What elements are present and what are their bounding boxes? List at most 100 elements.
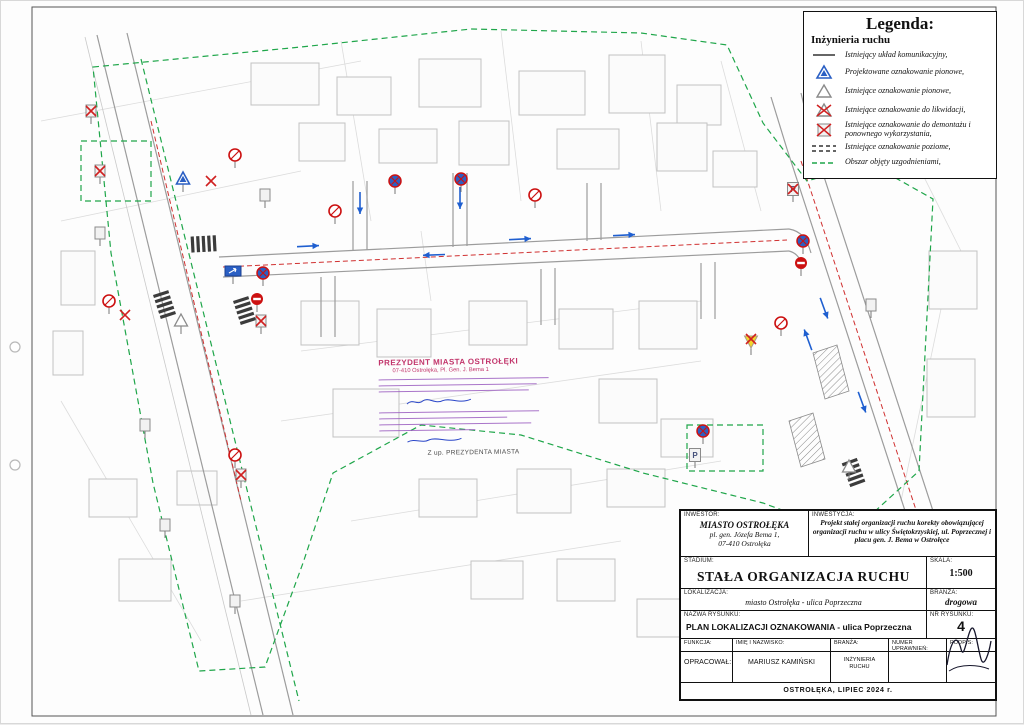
existing-sign-icon <box>865 298 877 319</box>
prohibition-sign-icon <box>228 148 242 169</box>
investment-label: INWESTYCJA: <box>812 512 855 518</box>
legend-symbol-sign-to-remove <box>809 102 839 118</box>
titleblock-drawing-name-cell: NAZWA RYSUNKU: PLAN LOKALIZACJI OZNAKOWA… <box>681 611 927 639</box>
parking-sign-icon <box>689 448 701 469</box>
arrow-down-icon <box>455 186 465 210</box>
name-label: IMIĘ I NAZWISKO: <box>736 640 785 646</box>
stamp-office-address: 07-410 Ostrołęka, Pl. Gen. J. Bema 1 <box>392 366 489 375</box>
drawing-name-label: NAZWA RYSUNKU: <box>684 612 741 618</box>
stamp-text-line <box>379 429 476 432</box>
legend-item: Projektowane oznakowanie pionowe, <box>809 64 991 80</box>
no-stopping-sign-icon <box>454 172 468 193</box>
prohibition-sign-icon <box>774 316 788 337</box>
titleblock-investment-cell: INWESTYCJA: Projekt stałej organizacji r… <box>809 511 995 557</box>
legend-symbol-horizontal-marking <box>809 142 839 154</box>
titleblock-branch-cell: BRANŻA: drogowa <box>927 589 995 611</box>
legend-symbol-sign-to-reuse <box>809 122 839 138</box>
legend-box: Legenda: Inżynieria ruchu Istniejący ukł… <box>803 11 997 179</box>
stage-label: STADIUM: <box>684 558 714 564</box>
branch-header-cell: BRANŻA: <box>831 639 889 652</box>
existing-sign-icon <box>159 518 171 539</box>
permit-header-cell: NUMER UPRAWNIEŃ: <box>889 639 947 652</box>
legend-symbol-agreed-area <box>809 157 839 169</box>
function-value: OPRACOWAŁ: <box>684 659 732 666</box>
approval-stamp: PREZYDENT MIASTA OSTROŁĘKI 07-410 Ostroł… <box>378 356 587 458</box>
prohibition-sign-icon <box>102 294 116 315</box>
branch-value: drogowa <box>944 597 977 607</box>
legend-item-label: Istniejące oznakowanie poziome, <box>845 142 951 152</box>
stamp-text-line <box>378 383 537 387</box>
legend-subtitle: Inżynieria ruchu <box>811 34 891 46</box>
arrow-down-icon <box>355 191 365 215</box>
horizontal-markings-red <box>150 120 920 520</box>
investor-address-2: 07-410 Ostrołęka <box>718 539 771 548</box>
legend-item-label: Obszar objęty uzgodnieniami, <box>845 157 941 167</box>
investor-name: MIASTO OSTROŁĘKA <box>699 520 790 530</box>
prohibition-sign-icon <box>528 188 542 209</box>
signature-value-cell <box>947 652 995 683</box>
legend-symbol-proposed-vertical-sign <box>809 64 839 80</box>
investment-text: Projekt stałej organizacji ruchu korekty… <box>812 518 992 545</box>
no-stopping-sign-icon <box>388 174 402 195</box>
titleblock-footer: OSTROŁĘKA, LIPIEC 2024 r. <box>783 687 893 694</box>
drawing-no-value: 4 <box>957 618 965 634</box>
branch-value-cell: INŻYNIERIA RUCHU <box>831 652 889 683</box>
stamp-text-line <box>379 422 532 426</box>
legend-item: Istniejące oznakowanie pionowe, <box>809 83 991 99</box>
arrow-up-left-icon <box>800 327 816 353</box>
handwritten-mark <box>406 398 472 405</box>
arrow-right-icon <box>296 241 320 251</box>
scale-label: SKALA: <box>930 558 953 564</box>
drawing-frame <box>31 6 997 717</box>
location-value: miasto Ostrołęka - ulica Poprzeczna <box>745 598 862 607</box>
branch2-label: BRANŻA: <box>834 640 859 646</box>
function-header-cell: FUNKCJA: <box>681 639 733 652</box>
existing-sign-icon <box>139 418 151 439</box>
titleblock-drawing-no-cell: NR RYSUNKU: 4 <box>927 611 995 639</box>
branch2-value: INŻYNIERIA RUCHU <box>843 657 876 670</box>
investor-label: INWESTOR: <box>684 512 720 518</box>
permit-value-cell <box>889 652 947 683</box>
no-entry-sign-icon <box>250 292 264 313</box>
stamp-text-line <box>378 389 529 393</box>
legend-item: Istniejące oznakowanie do demontażu i po… <box>809 120 991 139</box>
stamp-text-line <box>379 416 508 420</box>
legend-symbol-existing-vertical-sign <box>809 83 839 99</box>
legend-item-label: Istniejące oznakowanie do demontażu i po… <box>845 120 971 138</box>
legend-item-label: Istniejące oznakowanie pionowe, <box>845 85 951 95</box>
drawing-no-label: NR RYSUNKU: <box>930 612 974 618</box>
proposed-direction-sign-icon <box>224 265 242 285</box>
no-stopping-sign-icon <box>796 234 810 255</box>
function-label: FUNKCJA: <box>684 640 712 646</box>
agreed-area-green <box>80 28 934 702</box>
existing-sign-icon <box>259 188 271 209</box>
no-entry-sign-icon <box>794 256 808 277</box>
legend-item: Istniejący układ komunikacyjny, <box>809 49 991 61</box>
removal-x-icon <box>119 309 131 321</box>
proposed-warning-sign-icon <box>175 171 191 193</box>
zebra-crossing-icon <box>152 290 176 319</box>
branch-label: BRANŻA: <box>930 590 958 596</box>
hole-punches <box>9 341 21 471</box>
legend-symbol-existing-road-network <box>809 49 839 61</box>
roads <box>84 32 936 716</box>
existing-sign-icon <box>229 594 241 615</box>
arrow-down-right-icon <box>816 295 832 321</box>
titleblock-scale-cell: SKALA: 1:500 <box>927 557 995 589</box>
no-stopping-sign-icon <box>256 266 270 287</box>
location-label: LOKALIZACJA: <box>684 590 729 596</box>
scale-value: 1:500 <box>949 568 973 579</box>
drawing-name-value: PLAN LOKALIZACJI OZNAKOWANIA - ulica Pop… <box>686 622 912 632</box>
legend-item-label: Istniejące oznakowanie do likwidacji, <box>845 104 966 114</box>
stamp-text-line <box>379 410 540 414</box>
legend-item: Istniejące oznakowanie poziome, <box>809 142 991 154</box>
titleblock-location-cell: LOKALIZACJA: miasto Ostrołęka - ulica Po… <box>681 589 927 611</box>
function-value-cell: OPRACOWAŁ: <box>681 652 733 683</box>
signature-label: PODPIS: <box>950 640 974 646</box>
legend-item: Istniejące oznakowanie do likwidacji, <box>809 102 991 118</box>
legend-title: Legenda: <box>866 14 934 33</box>
name-value-cell: MARIUSZ KAMIŃSKI <box>733 652 831 683</box>
name-header-cell: IMIĘ I NAZWISKO: <box>733 639 831 652</box>
handwritten-mark <box>407 437 462 443</box>
existing-sign-icon <box>94 226 106 247</box>
